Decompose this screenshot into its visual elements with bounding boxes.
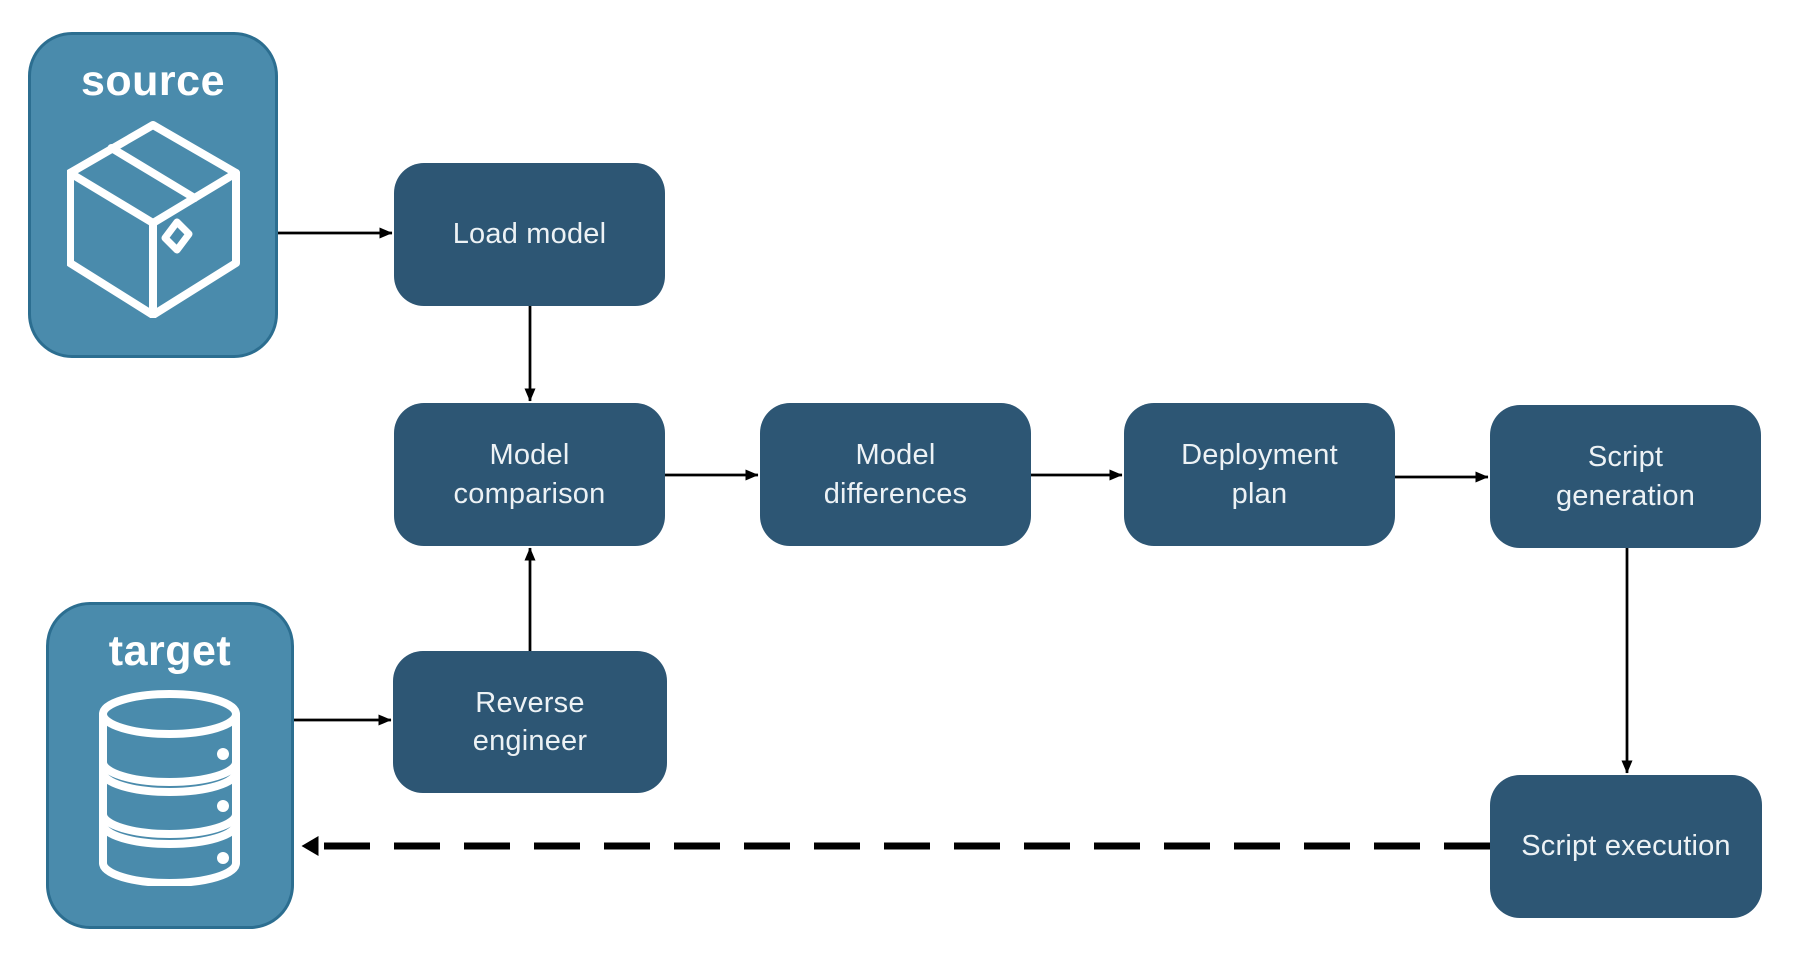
step-script-generation: Script generation — [1490, 405, 1761, 548]
source-label: source — [80, 57, 225, 105]
step-label: Deployment plan — [1181, 439, 1338, 510]
package-icon — [66, 120, 240, 318]
database-icon — [96, 690, 244, 886]
step-script-execution: Script execution — [1490, 775, 1762, 918]
step-label: Reverse engineer — [472, 686, 588, 757]
step-label: Model differences — [823, 439, 968, 510]
step-label: Script execution — [1521, 830, 1731, 863]
step-deployment-plan: Deployment plan — [1124, 403, 1395, 546]
step-model-comparison: Model comparison — [394, 403, 665, 546]
step-model-differences: Model differences — [760, 403, 1031, 546]
step-reverse-engineer: Reverse engineer — [393, 651, 667, 793]
target-label: target — [108, 627, 232, 675]
step-load-model: Load model — [394, 163, 665, 306]
target-card: target — [46, 602, 294, 929]
step-label: Script generation — [1555, 441, 1696, 512]
step-label: Load model — [452, 218, 607, 251]
step-label: Model comparison — [453, 439, 606, 510]
source-card: source — [28, 32, 278, 358]
